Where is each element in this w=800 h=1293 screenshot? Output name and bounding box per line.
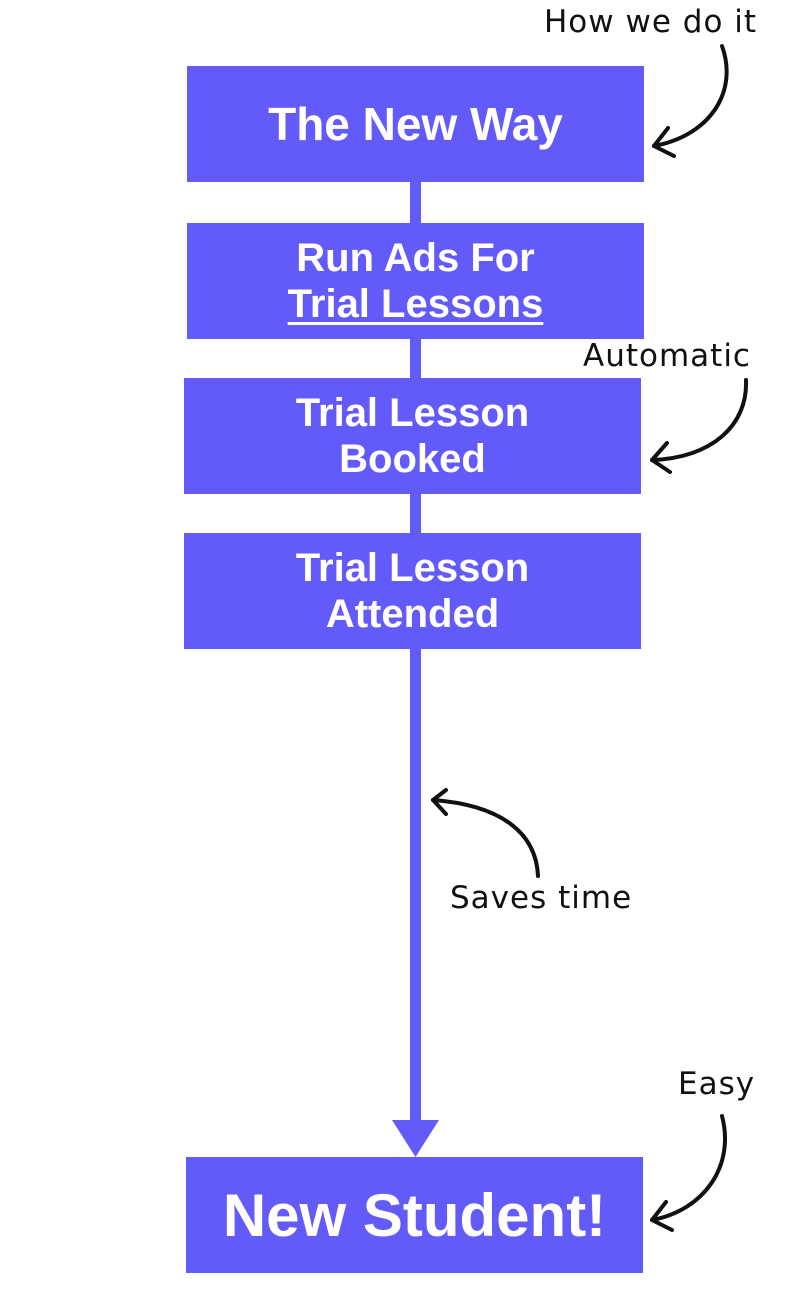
- step-the-new-way: The New Way: [187, 66, 644, 182]
- down-arrowhead: [392, 1120, 439, 1157]
- step-label: New Student!: [222, 1181, 607, 1249]
- step-trial-lesson-booked: Trial Lesson Booked: [184, 378, 641, 494]
- connector-line: [410, 647, 421, 1122]
- annotation-how-we-do-it: How we do it: [544, 4, 758, 40]
- connector-line: [410, 492, 421, 535]
- step-label-line2: Attended: [325, 592, 500, 636]
- step-trial-lesson-attended: Trial Lesson Attended: [184, 533, 641, 649]
- trial-lessons-link[interactable]: Trial Lessons: [287, 282, 544, 326]
- step-label-line1: Trial Lesson: [295, 546, 530, 590]
- annotation-easy: Easy: [678, 1066, 756, 1102]
- connector-line: [410, 180, 421, 225]
- connector-line: [410, 337, 421, 380]
- annotation-saves-time: Saves time: [450, 880, 633, 916]
- step-new-student: New Student!: [186, 1157, 643, 1273]
- step-label-line2: Booked: [339, 437, 486, 481]
- step-label-line1: Run Ads For: [296, 236, 535, 280]
- step-label-line1: Trial Lesson: [295, 391, 530, 435]
- step-label: The New Way: [268, 98, 563, 150]
- step-run-ads: Run Ads For Trial Lessons: [187, 223, 644, 339]
- annotation-automatic: Automatic: [583, 338, 751, 374]
